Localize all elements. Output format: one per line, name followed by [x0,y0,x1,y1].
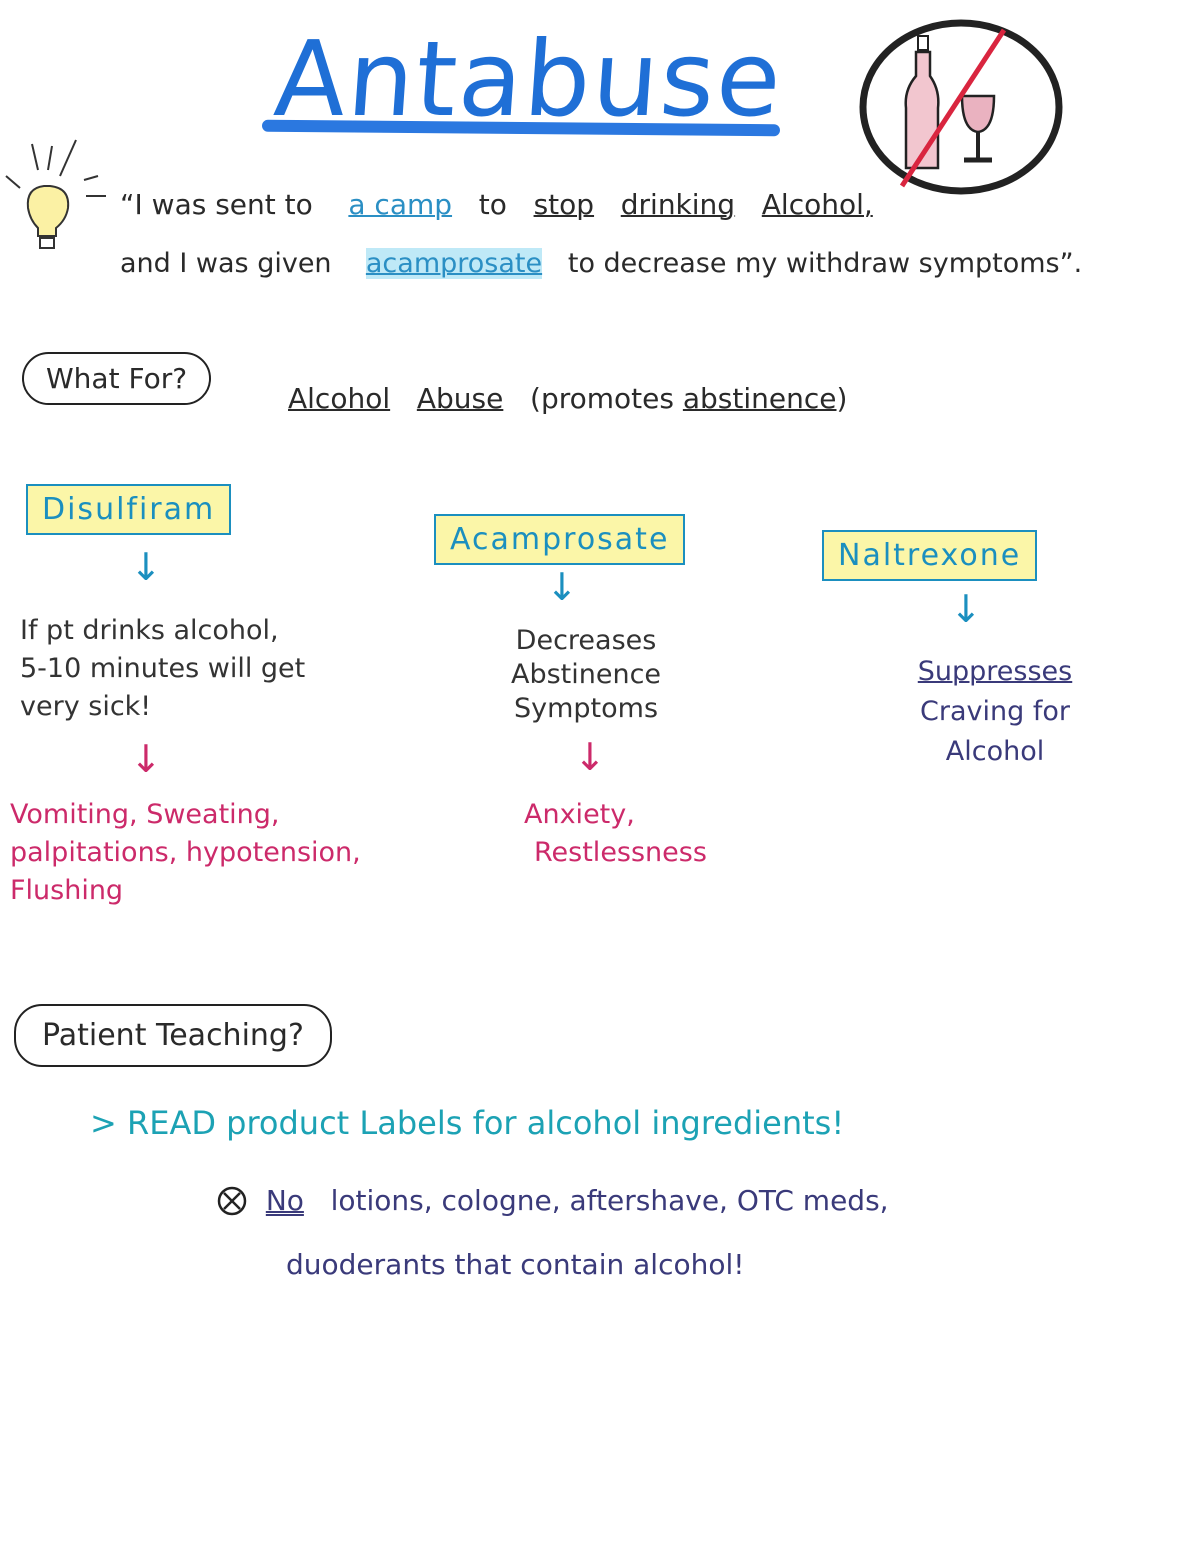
effect-line: Symptoms [513,693,659,724]
effect-line: Abstinence [510,659,662,690]
acamprosate-effect: Decreases Abstinence Symptoms [496,624,676,726]
arrow-down-icon: ↓ [546,565,578,609]
arrow-down-icon: ↓ [130,737,162,781]
no-word: No [265,1184,304,1217]
no-items: lotions, cologne, aftershave, OTC meds, [330,1184,889,1217]
acamprosate-reaction: Anxiety, Restlessness [524,796,707,872]
quote-text: Alcohol, [761,188,873,221]
lightbulb-icon [5,139,106,249]
effect-line: Decreases [515,625,657,656]
quote-text: to [478,188,507,221]
quote-text: and I was given [120,248,332,279]
effect-line: If pt drinks alcohol, [20,615,279,646]
reaction-line: Flushing [10,875,124,906]
no-alcohol-icon [859,19,1063,195]
arrow-down-icon: ↓ [130,545,162,589]
quote-text: “I was sent to [120,188,313,221]
effect-line: Craving for [920,696,1070,727]
arrow-down-icon: ↓ [574,735,606,779]
drug-box-naltrexone: Naltrexone [822,530,1038,581]
disulfiram-effect: If pt drinks alcohol, 5-10 minutes will … [20,612,305,726]
teaching-point-read-labels: > READ product Labels for alcohol ingred… [90,1104,845,1142]
circle-x-icon [217,1186,247,1215]
effect-line: Suppresses [917,656,1073,687]
what-for-part: Abuse [416,382,504,415]
reaction-line: Anxiety, [524,799,635,830]
what-for-text: Alcohol Abuse (promotes abstinence) [288,382,847,415]
quote-line-1: “I was sent to a camp to stop drinking A… [120,188,873,221]
quote-text: acamprosate [365,248,543,279]
what-for-label: What For? [22,352,212,405]
arrow-down-icon: ↓ [950,587,982,631]
patient-teaching-label: Patient Teaching? [14,1004,332,1067]
effect-line: very sick! [20,691,152,722]
quote-line-2: and I was given acamprosate to decrease … [120,248,1082,279]
drug-box-acamprosate: Acamprosate [434,514,686,565]
quote-text: stop [533,188,595,221]
drug-box-disulfiram: Disulfiram [26,484,232,535]
teaching-point-no-alcohol: No lotions, cologne, aftershave, OTC med… [216,1184,889,1217]
what-for-part: abstinence [682,382,837,415]
what-for-part: ) [836,382,848,415]
disulfiram-reaction: Vomiting, Sweating, palpitations, hypote… [10,796,361,910]
naltrexone-effect: Suppresses Craving for Alcohol [880,652,1110,772]
quote-text: to decrease my withdraw symptoms”. [567,248,1083,279]
teaching-point-no-alcohol-cont: duoderants that contain alcohol! [286,1248,745,1281]
quote-text: a camp [348,188,453,221]
reaction-line: Vomiting, Sweating, [10,799,280,830]
reaction-line: Restlessness [534,837,707,868]
quote-text: drinking [620,188,736,221]
what-for-part: (promotes [530,382,674,415]
reaction-line: palpitations, hypotension, [10,837,361,868]
effect-line: 5-10 minutes will get [20,653,306,684]
what-for-part: Alcohol [288,382,391,415]
effect-line: Alcohol [945,736,1045,767]
